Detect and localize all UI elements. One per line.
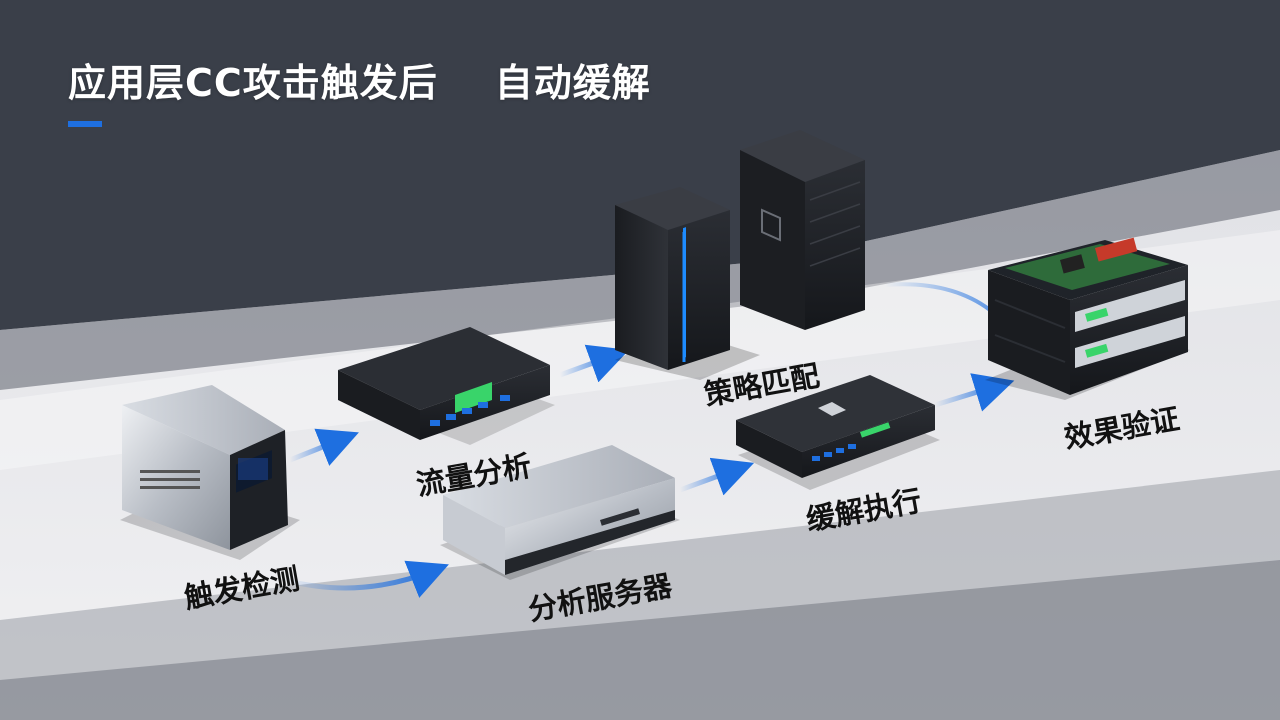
desktop-appliance-icon xyxy=(120,385,300,560)
flow-arrows xyxy=(284,282,1015,598)
tower-server-pair-icon xyxy=(615,130,865,380)
open-rack-servers-icon xyxy=(985,237,1190,400)
network-appliance-icon xyxy=(736,375,940,490)
silver-server-icon xyxy=(440,445,680,580)
slide-title: 应用层CC攻击触发后 自动缓解 xyxy=(68,61,651,105)
title-accent-bar xyxy=(68,121,102,127)
rack-switch-icon xyxy=(338,327,555,445)
